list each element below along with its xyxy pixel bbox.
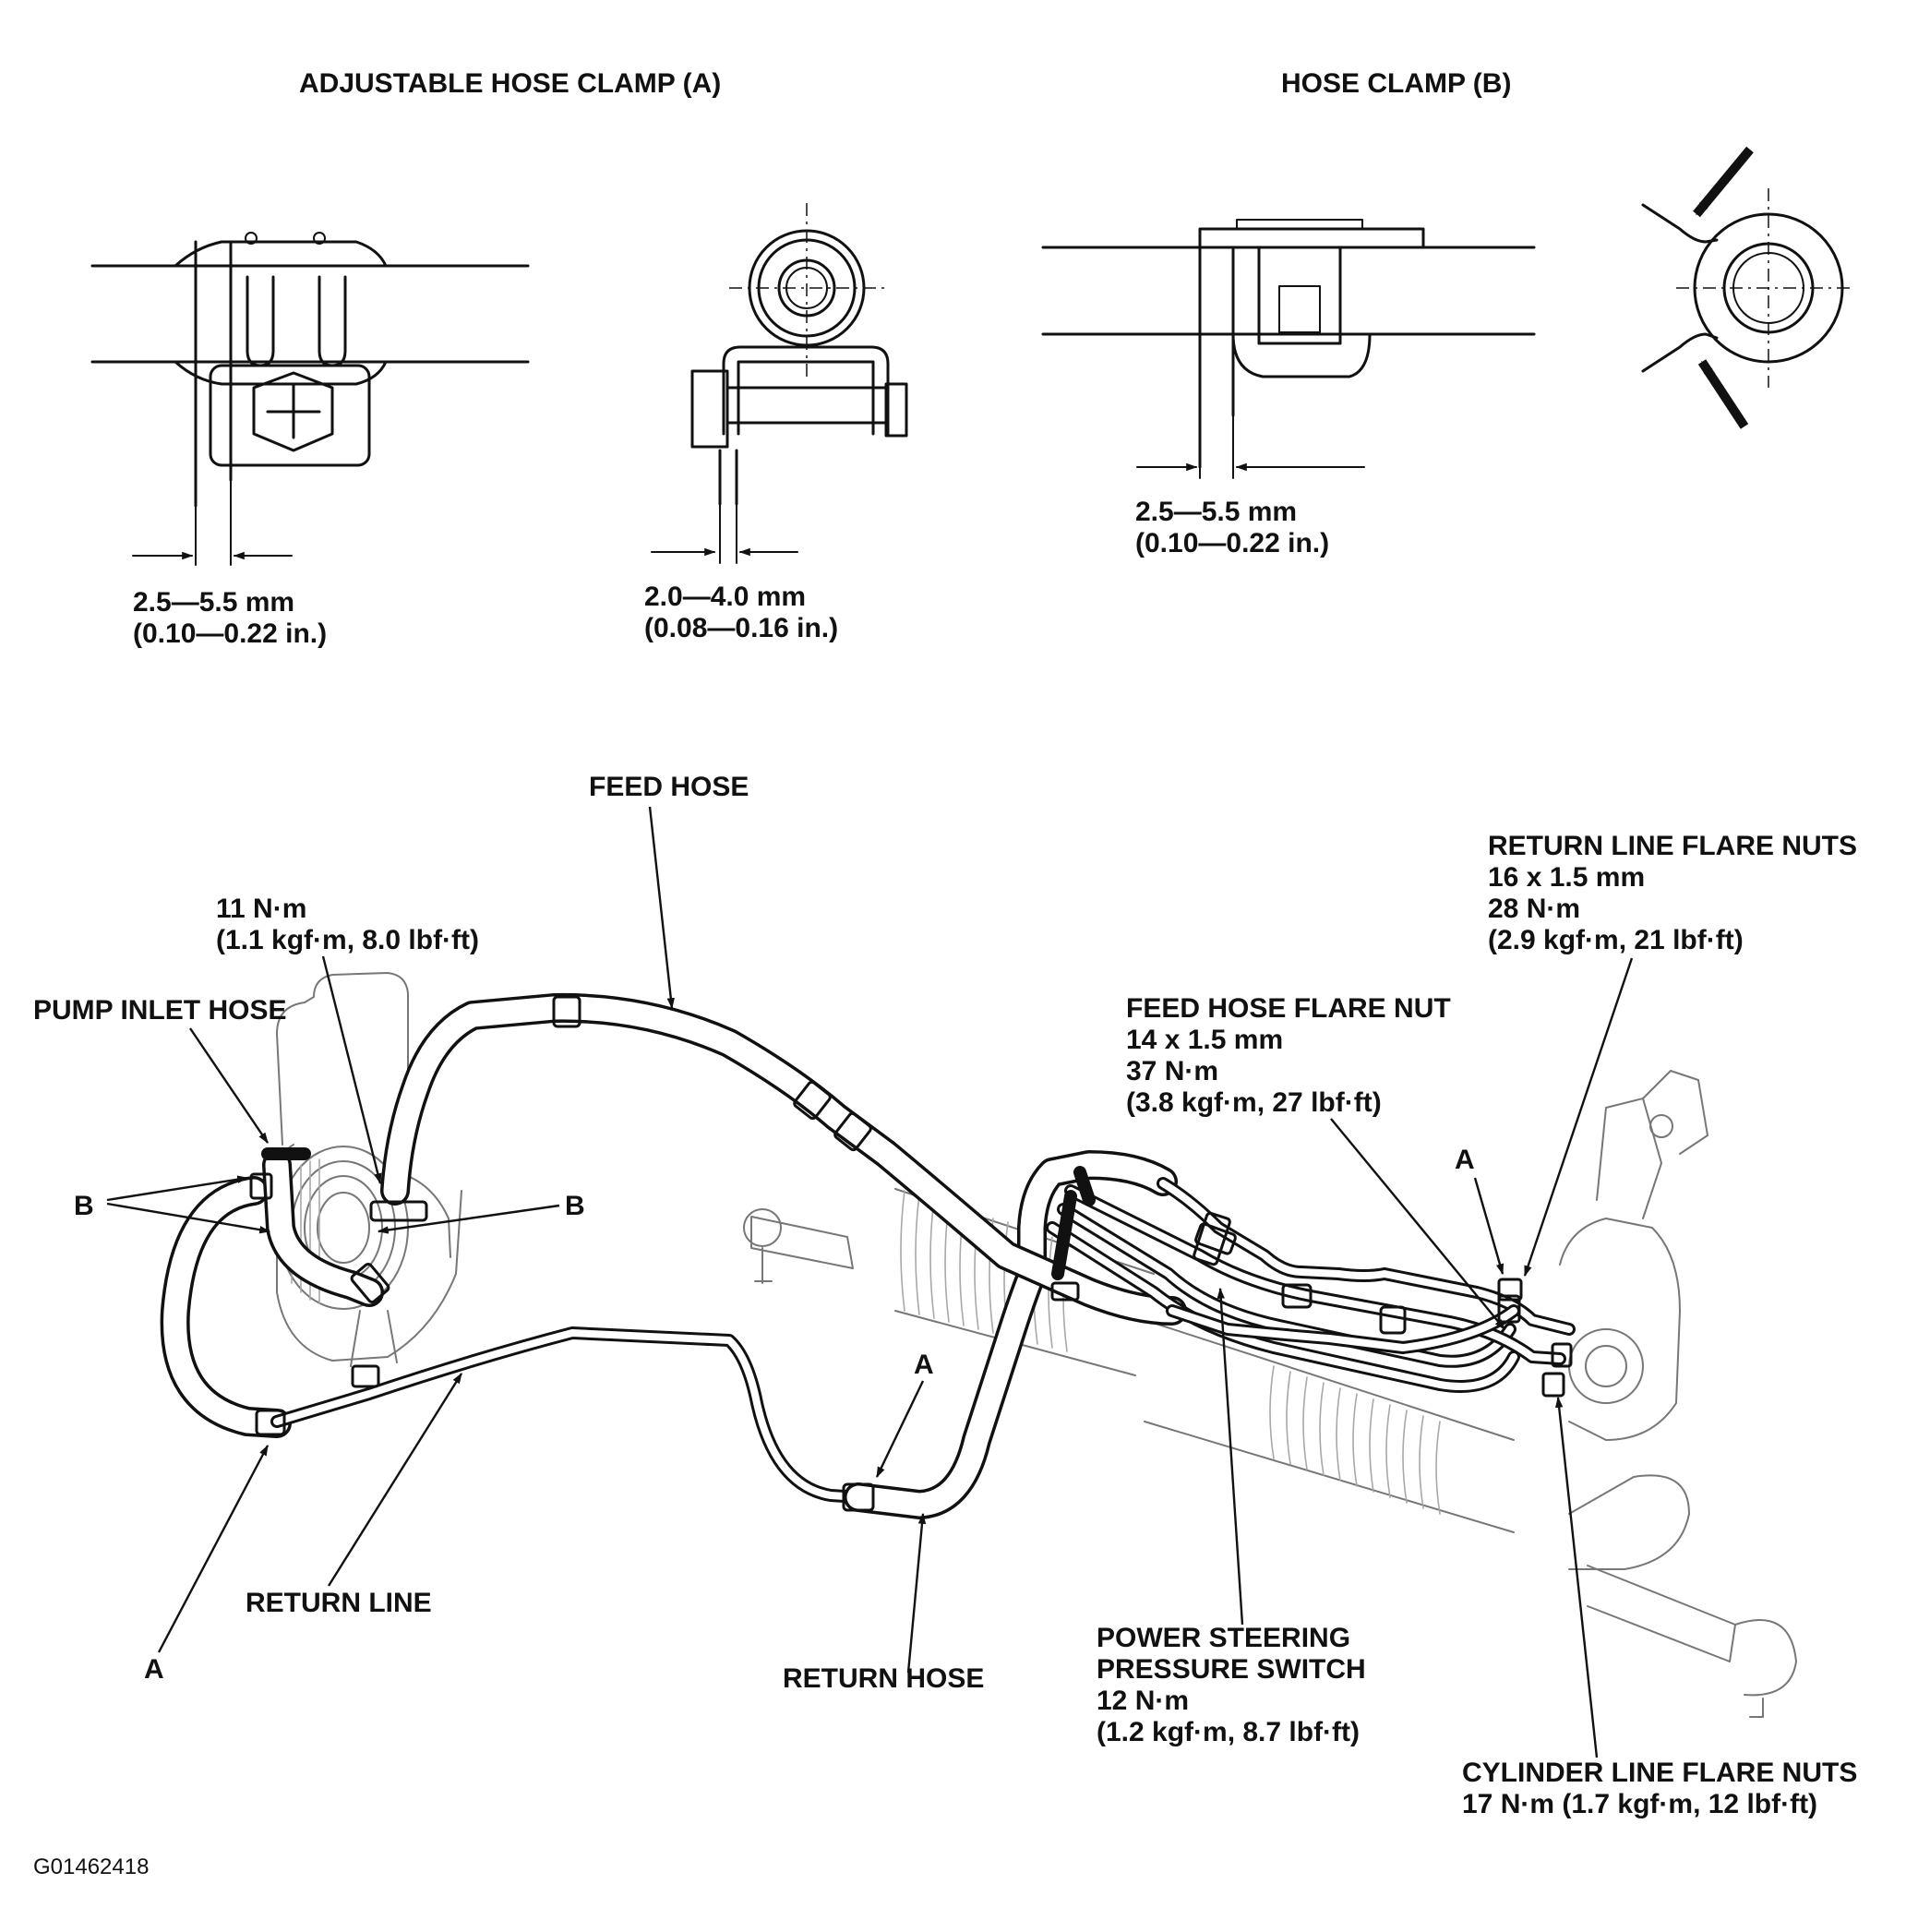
hose-clamp-side-dim-in: (0.10—0.22 in.) [1135, 528, 1329, 558]
label-clamp-a-middle: A [914, 1350, 934, 1380]
label-return-flare-title: RETURN LINE FLARE NUTS [1488, 831, 1857, 861]
label-ps-switch-torque-nm: 12 N·m [1097, 1686, 1189, 1716]
figure-id: G01462418 [33, 1854, 149, 1879]
label-ps-switch-title-1: POWER STEERING [1097, 1623, 1350, 1653]
hose-clamp-title: HOSE CLAMP (B) [1281, 68, 1511, 99]
adjustable-clamp-side-dim-mm: 2.5—5.5 mm [133, 587, 294, 618]
label-clamp-b-right: B [565, 1191, 585, 1221]
adjustable-clamp-end-view: 2.0—4.0 mm (0.08—0.16 in.) [644, 203, 908, 643]
callout-labels: FEED HOSE 11 N·m (1.1 kgf·m, 8.0 lbf·ft)… [33, 772, 1857, 1879]
adjustable-clamp-side-view: ADJUSTABLE HOSE CLAMP (A) 2.5—5.5 mm (0.… [90, 68, 721, 649]
adjustable-clamp-title: ADJUSTABLE HOSE CLAMP (A) [299, 68, 721, 99]
label-feed-flare-size: 14 x 1.5 mm [1126, 1025, 1283, 1055]
label-cyl-flare-torque: 17 N·m (1.7 kgf·m, 12 lbf·ft) [1462, 1789, 1817, 1819]
label-pump-bolt-torque-nm: 11 N·m [216, 894, 306, 924]
hose-clamp-side-dim-mm: 2.5—5.5 mm [1135, 497, 1297, 527]
label-return-flare-torque-nm: 28 N·m [1488, 894, 1580, 924]
leader-lines [106, 806, 1634, 1758]
adjustable-clamp-end-dim-mm: 2.0—4.0 mm [644, 582, 806, 612]
hose-clamp-end-view [1641, 146, 1855, 429]
background-parts [276, 972, 1797, 1718]
label-return-flare-size: 16 x 1.5 mm [1488, 862, 1645, 893]
label-return-flare-torque-alt: (2.9 kgf·m, 21 lbf·ft) [1488, 925, 1744, 955]
label-clamp-a-bottom-left: A [144, 1654, 164, 1685]
label-cyl-flare-title: CYLINDER LINE FLARE NUTS [1462, 1758, 1857, 1788]
label-return-hose: RETURN HOSE [783, 1663, 984, 1694]
label-pump-inlet-hose: PUMP INLET HOSE [33, 995, 286, 1026]
label-clamp-a-right: A [1455, 1145, 1475, 1175]
adjustable-clamp-end-dim-in: (0.08—0.16 in.) [644, 613, 838, 643]
label-ps-switch-torque-alt: (1.2 kgf·m, 8.7 lbf·ft) [1097, 1717, 1360, 1747]
adjustable-clamp-side-dim-in: (0.10—0.22 in.) [133, 618, 327, 649]
label-pump-bolt-torque-alt: (1.1 kgf·m, 8.0 lbf·ft) [216, 925, 479, 955]
hose-clamp-side-view: HOSE CLAMP (B) 2.5—5.5 mm (0.10—0.22 in.… [1041, 68, 1536, 558]
hoses-and-lines [160, 992, 1576, 1519]
label-ps-switch-title-2: PRESSURE SWITCH [1097, 1654, 1366, 1685]
label-feed-flare-torque-alt: (3.8 kgf·m, 27 lbf·ft) [1126, 1087, 1382, 1118]
label-feed-hose: FEED HOSE [589, 772, 749, 802]
label-feed-flare-torque-nm: 37 N·m [1126, 1056, 1218, 1086]
label-return-line: RETURN LINE [246, 1588, 432, 1618]
label-clamp-b-left: B [74, 1191, 94, 1221]
label-feed-flare-title: FEED HOSE FLARE NUT [1126, 993, 1451, 1024]
